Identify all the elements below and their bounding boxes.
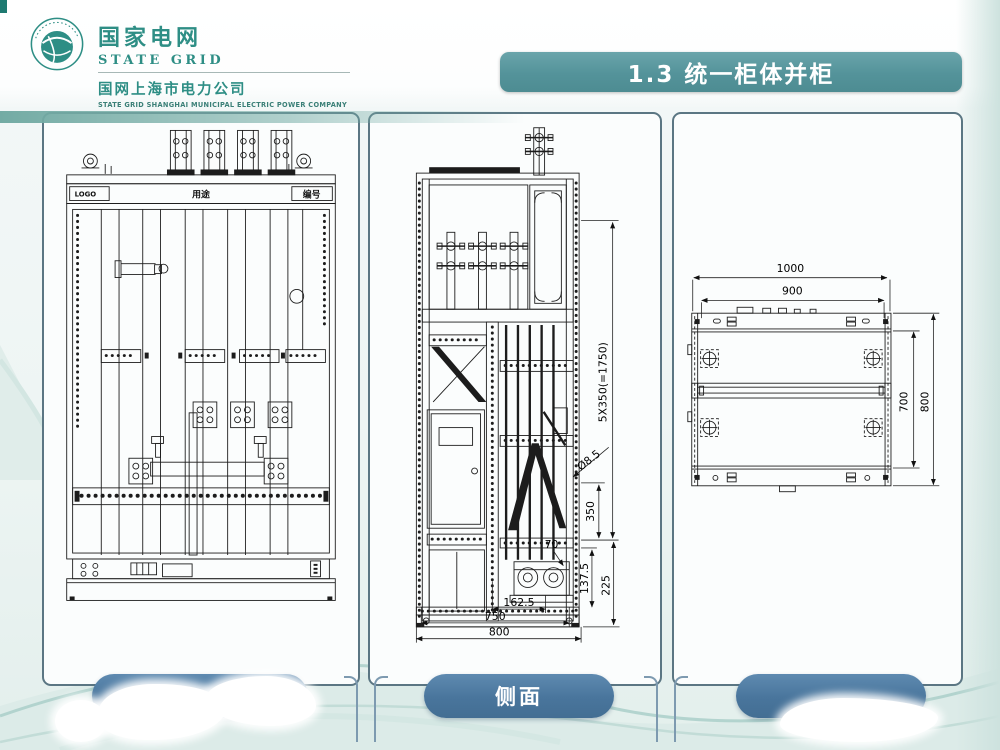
state-grid-logo-icon (30, 17, 84, 71)
dim-162-5: 162.5 (503, 596, 534, 609)
dim-900: 900 (782, 284, 803, 297)
side-view-drawing: 5X350(=1750) Ø8.5 350 70 137.5 225 162.5… (415, 127, 620, 643)
brand-name-cn: 国家电网 (98, 26, 203, 51)
side-top-compartment (421, 184, 574, 323)
top-mid-bar (691, 382, 892, 399)
caption-pill-side: 侧面 (424, 674, 614, 718)
side-center-rail (485, 321, 499, 622)
caption-connector-3 (644, 676, 658, 742)
white-blob-3 (780, 698, 938, 742)
company-name-en: STATE GRID SHANGHAI MUNICIPAL ELECTRIC P… (98, 101, 348, 109)
front-terminal-strips (72, 349, 330, 506)
brand-name-en: STATE GRID (98, 53, 225, 68)
plate-serial-label: 编号 (303, 189, 321, 201)
side-view-panel: 5X350(=1750) Ø8.5 350 70 137.5 225 162.5… (368, 112, 662, 686)
caption-connector-1 (344, 676, 358, 742)
dim-225: 225 (600, 575, 613, 596)
plate-usage-label: 用途 (192, 189, 210, 201)
front-view-panel: LOGO 用途 编号 (42, 112, 360, 686)
dim-350: 350 (584, 501, 597, 522)
top-cabinet-outline (687, 306, 892, 493)
side-motor-detail (509, 561, 574, 603)
front-busbars (166, 129, 296, 176)
dim-800: 800 (489, 626, 510, 639)
company-name-cn: 国网上海市电力公司 (98, 82, 247, 98)
dim-800: 800 (918, 392, 931, 413)
top-view-drawing: 1000 900 700 800 (687, 262, 940, 493)
corner-accent (0, 0, 7, 13)
dim-137-5: 137.5 (578, 563, 591, 594)
dim-1000: 1000 (777, 262, 805, 275)
front-cabinet-body (66, 203, 336, 560)
side-frame (415, 167, 580, 628)
caption-connector-4 (674, 676, 688, 742)
top-dimensions (692, 275, 940, 487)
dim-700: 700 (898, 392, 911, 413)
top-view-panel: 1000 900 700 800 (672, 112, 963, 686)
front-bolt-clusters (128, 401, 293, 556)
brand-block: 国家电网 STATE GRID 国网上海市电力公司 STATE GRID SHA… (98, 20, 398, 109)
caption-side-label: 侧面 (495, 685, 543, 709)
side-dimensions (415, 220, 620, 643)
header-accent-band (0, 111, 525, 123)
right-edge-gradient (956, 0, 1000, 750)
side-left-bay (426, 334, 487, 612)
dim-750: 750 (485, 610, 506, 623)
front-lifting-eyes (81, 153, 313, 174)
front-base (66, 558, 336, 601)
plate-logo-label: LOGO (75, 191, 97, 199)
caption-connector-2 (374, 676, 388, 742)
slide-title: 1.3 统一柜体并柜 (500, 52, 962, 92)
side-right-bay (499, 325, 574, 560)
dim-pitch: 5X350(=1750) (597, 342, 610, 422)
white-blob-2 (206, 676, 316, 726)
white-blob-4 (55, 700, 107, 742)
front-view-drawing: LOGO 用途 编号 (66, 129, 336, 601)
dim-70: 70 (545, 538, 559, 551)
brand-divider (98, 72, 350, 73)
